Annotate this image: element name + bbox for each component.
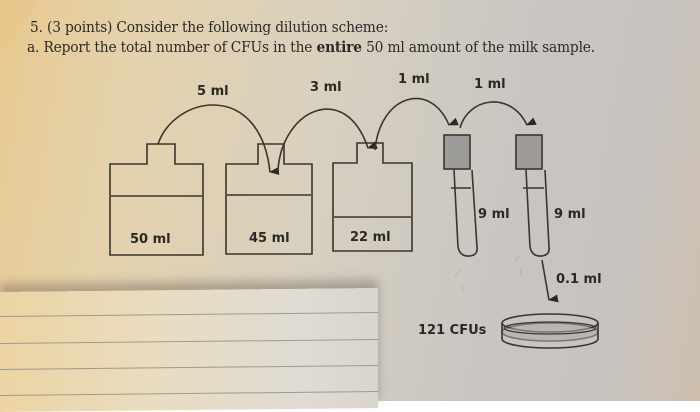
bottle-3-volume: 22 ml — [350, 230, 391, 245]
plate-count: 121 CFUs — [418, 323, 487, 338]
notepad-rule — [0, 312, 378, 317]
transfer-arrow-4 — [459, 101, 537, 129]
question-part-a: a. Report the total number of CFUs in th… — [27, 38, 595, 56]
paper-corner — [0, 0, 40, 60]
dilution-diagram — [109, 97, 599, 349]
emphasis-entire: entire — [316, 38, 362, 56]
tube-1-volume: 9 ml — [478, 207, 510, 222]
tube-2-icon — [523, 169, 550, 257]
bottle-2-icon — [225, 143, 313, 255]
lined-notepad — [0, 288, 378, 412]
question-title: 5. (3 points) Consider the following dil… — [30, 18, 389, 36]
bottle-1-volume: 50 ml — [130, 232, 171, 247]
transfer-label-1: 5 ml — [197, 84, 229, 99]
notepad-rule — [0, 339, 378, 344]
transfer-arrow-1 — [157, 104, 280, 175]
tube-1-icon — [451, 169, 478, 257]
notepad-rule — [0, 365, 378, 370]
plating-arrow — [541, 259, 559, 303]
transfer-label-3: 1 ml — [398, 72, 430, 87]
bottle-2-volume: 45 ml — [249, 231, 290, 246]
transfer-arrow-2 — [277, 108, 378, 171]
bottle-3-icon — [332, 142, 413, 252]
transfer-label-2: 3 ml — [310, 80, 342, 95]
petri-dish-icon — [501, 313, 599, 349]
transfer-arrow-3 — [374, 97, 459, 151]
transfer-label-4: 1 ml — [474, 77, 506, 92]
notepad-rule — [0, 391, 378, 396]
bottle-1-icon — [109, 143, 204, 256]
plating-volume: 0.1 ml — [556, 272, 602, 287]
tube-2-volume: 9 ml — [554, 207, 586, 222]
